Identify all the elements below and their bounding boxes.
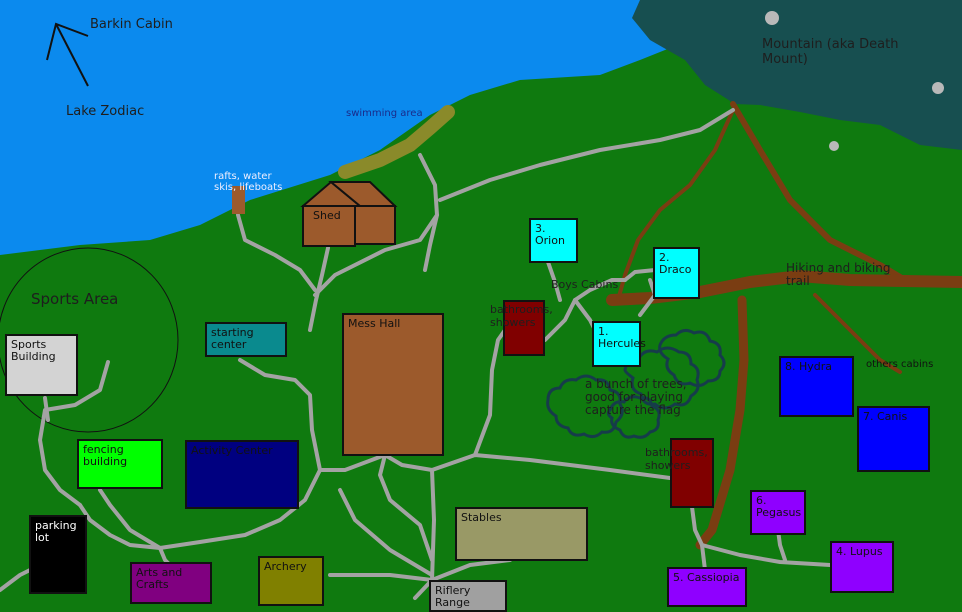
bathrooms-top-label: bathrooms, showers (490, 303, 553, 329)
stables[interactable]: Stables (455, 507, 588, 561)
barkin-cabin-label: Barkin Cabin (90, 17, 173, 32)
mountain-rock (765, 11, 779, 25)
parking-lot[interactable]: parking lot (29, 515, 87, 594)
mountain-rock (932, 82, 944, 94)
dock (232, 186, 245, 214)
trees-label: a bunch of trees, good for playing captu… (585, 377, 687, 417)
mountain-label: Mountain (aka Death Mount) (762, 37, 899, 67)
hydra-cabin[interactable]: 8. Hydra (779, 356, 854, 417)
starting-center[interactable]: starting center (205, 322, 287, 357)
trees-cluster (546, 328, 726, 439)
walking-paths (0, 108, 832, 600)
riflery-range[interactable]: Riflery Range (429, 580, 507, 612)
canis-cabin[interactable]: 7. Canis (857, 406, 930, 472)
boys-cabins-label: Boys Cabins (551, 278, 619, 291)
archery[interactable]: Archery (258, 556, 324, 606)
lake-zodiac-label: Lake Zodiac (66, 104, 145, 119)
others-cabins-label: others cabins (866, 359, 934, 370)
hiking-trail-label: Hiking and biking trail (786, 261, 891, 288)
lake-zodiac-water (0, 0, 700, 255)
orion-cabin[interactable]: 3. Orion (529, 218, 578, 263)
sports-building[interactable]: Sports Building (5, 334, 78, 396)
bathrooms-bottom[interactable] (670, 438, 714, 508)
cassiopia-cabin[interactable]: 5. Cassiopia (667, 567, 747, 607)
mountain-area (632, 0, 962, 150)
lupus-cabin[interactable]: 4. Lupus (830, 541, 894, 593)
activity-center[interactable]: Activity Center (185, 440, 299, 509)
swimming-area-shore (338, 105, 455, 179)
mountain-rock (829, 141, 839, 151)
north-arrow-icon (46, 22, 89, 87)
hiking-trail (606, 101, 962, 550)
swimming-area-label: swimming area (346, 108, 423, 119)
fencing-building[interactable]: fencing building (77, 439, 163, 489)
sports-area-label: Sports Area (31, 290, 119, 308)
arts-and-crafts[interactable]: Arts and Crafts (130, 562, 212, 604)
pegasus-cabin[interactable]: 6. Pegasus (750, 490, 806, 535)
sports-area-boundary (0, 247, 179, 433)
shed-label: Shed (313, 209, 341, 222)
mess-hall[interactable]: Mess Hall (342, 313, 444, 456)
bathrooms-top[interactable] (503, 300, 545, 356)
hercules-cabin[interactable]: 1. Hercules (592, 321, 646, 367)
rafts-label: rafts, water skis, lifeboats (214, 171, 283, 193)
draco-cabin[interactable]: 2. Draco (653, 247, 700, 299)
shed-building (300, 180, 398, 247)
bathrooms-bottom-label: bathrooms, showers (645, 446, 708, 472)
